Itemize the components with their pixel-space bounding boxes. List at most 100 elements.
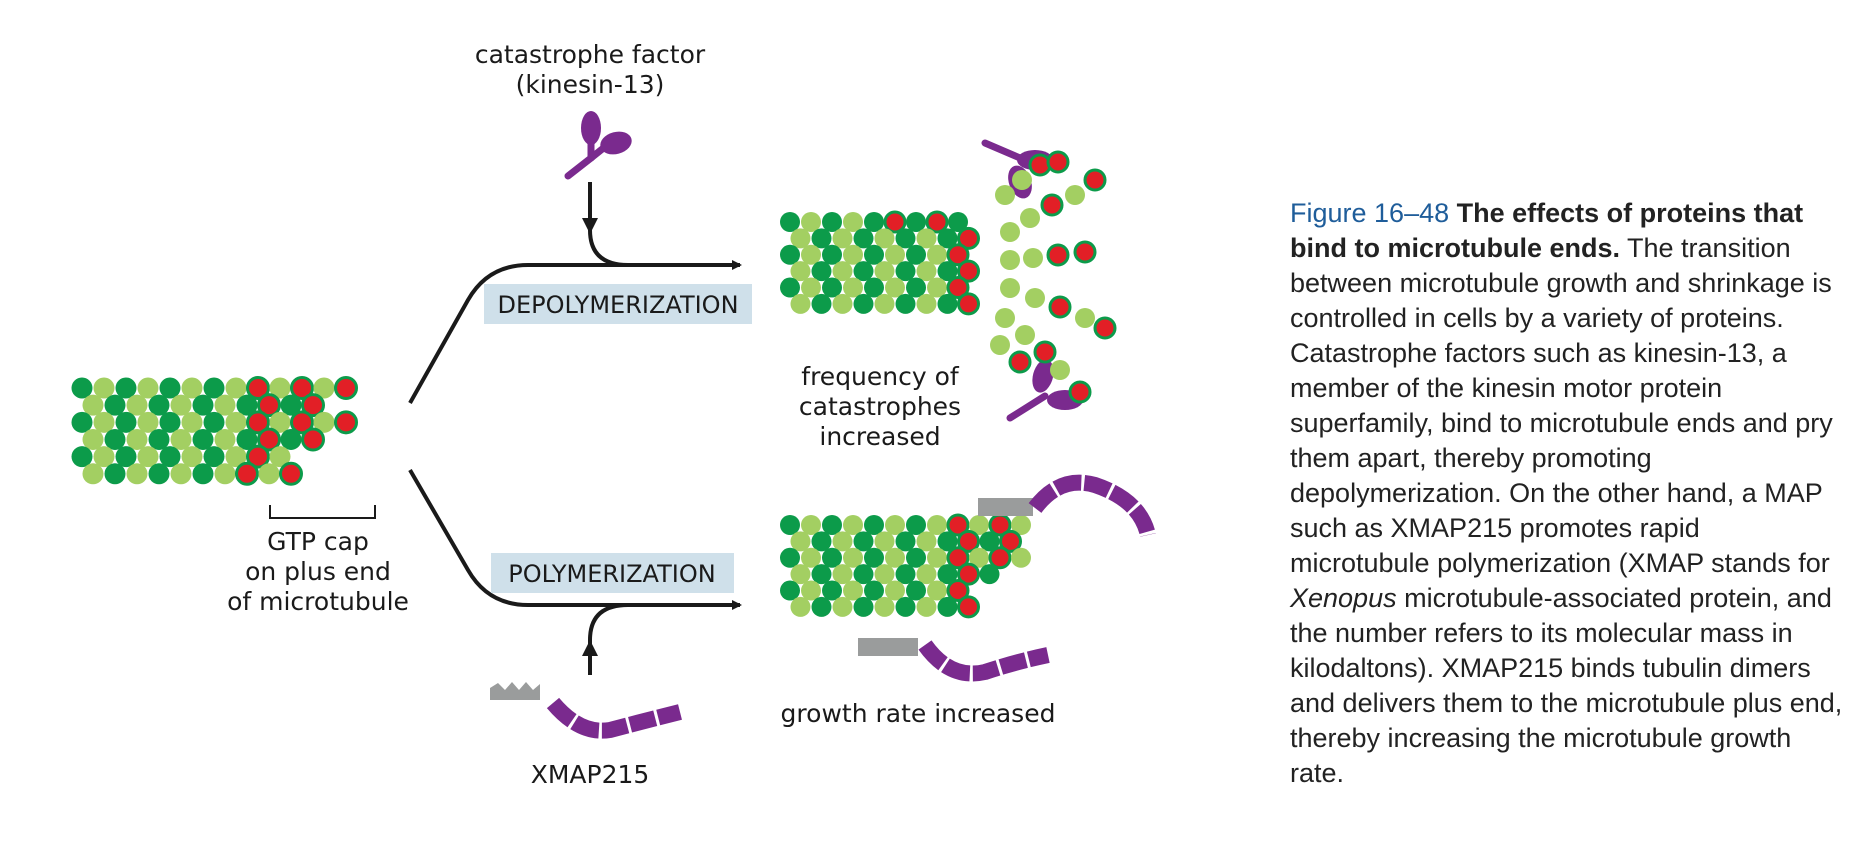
tubulin-subunit xyxy=(822,580,842,601)
tubulin-subunit xyxy=(246,410,270,435)
tubulin-subunit xyxy=(170,394,192,416)
catastrophe-factor-label: catastrophe factor xyxy=(475,40,706,69)
tubulin-subunit-peeling xyxy=(1046,243,1070,267)
tubulin-subunit xyxy=(126,463,148,485)
gtp-cap-label-3: of microtubule xyxy=(227,587,409,616)
xmap215-arrow xyxy=(588,603,629,675)
tubulin-subunit-peeling xyxy=(1046,150,1070,174)
tubulin-subunit xyxy=(937,531,958,552)
tubulin-subunit-peeling xyxy=(1075,308,1095,328)
tubulin-subunit xyxy=(864,277,884,298)
tubulin-subunit-peeling xyxy=(1008,350,1032,374)
tubulin-subunit xyxy=(1011,547,1031,568)
tubulin-subunit xyxy=(780,212,800,232)
tubulin-subunit-peeling xyxy=(1000,250,1020,270)
tubulin-subunit xyxy=(225,446,247,468)
tubulin-subunit xyxy=(93,377,115,399)
tubulin-subunit xyxy=(93,446,115,468)
tubulin-subunit xyxy=(170,428,192,450)
tubulin-subunit xyxy=(832,596,853,617)
tubulin-subunit xyxy=(832,293,853,314)
tubulin-subunit xyxy=(801,212,821,232)
kinesin-13-bound-bottom-icon xyxy=(1006,359,1083,422)
tubulin-subunit xyxy=(280,394,302,416)
tubulin-subunit xyxy=(853,564,874,585)
tubulin-subunit xyxy=(71,446,93,468)
tubulin-subunit xyxy=(301,427,325,452)
tubulin-subunit xyxy=(853,596,874,617)
tubulin-subunit xyxy=(148,463,170,485)
frequency-label-3: increased xyxy=(819,422,940,451)
tubulin-subunit xyxy=(885,580,905,601)
tubulin-subunit xyxy=(269,411,291,433)
figure-caption: Figure 16–48 The effects of proteins tha… xyxy=(1290,196,1845,791)
figure-number: Figure 16–48 xyxy=(1290,198,1450,228)
tubulin-subunit xyxy=(999,529,1022,553)
tubulin-subunit xyxy=(790,596,811,617)
tubulin-subunit xyxy=(1011,515,1031,535)
branch-arrow-polymerization xyxy=(408,468,742,610)
tubulin-subunit xyxy=(192,428,214,450)
tubulin-subunit xyxy=(236,394,258,416)
tubulin-subunit xyxy=(313,377,335,399)
tubulin-subunit xyxy=(957,562,980,586)
growth-rate-label: growth rate increased xyxy=(781,699,1056,728)
tubulin-subunit-peeling xyxy=(1000,278,1020,298)
tubulin-subunit xyxy=(853,531,874,552)
tubulin-subunit xyxy=(181,411,203,433)
tubulin-subunit xyxy=(853,228,874,249)
tubulin-subunit xyxy=(895,564,916,585)
tubulin-subunit xyxy=(790,228,811,249)
tubulin-subunit xyxy=(811,261,832,282)
gtp-cap-label-1: GTP cap xyxy=(267,527,369,556)
tubulin-subunit xyxy=(937,293,958,314)
tubulin-subunit xyxy=(946,579,970,603)
depolymerization-box xyxy=(484,284,752,324)
tubulin-subunit xyxy=(811,228,832,249)
tubulin-subunit xyxy=(811,531,832,552)
tubulin-subunit xyxy=(946,513,970,537)
microtubule-polymerizing xyxy=(780,513,1031,619)
caption-italic: Xenopus xyxy=(1290,583,1397,613)
tubulin-subunit xyxy=(927,277,947,298)
tubulin-subunit xyxy=(832,261,853,282)
kinesin-13-label: (kinesin-13) xyxy=(516,70,665,99)
tubulin-subunit-peeling xyxy=(1033,340,1057,364)
tubulin-subunit xyxy=(780,515,800,535)
tubulin-subunit xyxy=(937,261,958,282)
tubulin-subunit xyxy=(906,580,926,601)
tubulin-subunit xyxy=(916,531,937,552)
tubulin-subunit xyxy=(895,293,916,314)
tubulin-subunit xyxy=(104,428,126,450)
tubulin-subunit xyxy=(159,377,181,399)
microtubule-depolymerizing xyxy=(780,210,980,316)
tubulin-subunit xyxy=(236,428,258,450)
tubulin-subunit xyxy=(885,244,905,265)
caption-body-2: microtubule-associated protein, and the … xyxy=(1290,583,1843,788)
tubulin-subunit xyxy=(301,393,325,418)
tubulin-subunit xyxy=(832,531,853,552)
tubulin-subunit xyxy=(334,410,358,435)
figure-title: The effects of proteins that bind to mic… xyxy=(1290,198,1804,263)
tubulin-subunit-peeling xyxy=(1025,288,1045,308)
tubulin-subunit xyxy=(280,428,302,450)
tubulin-subunit xyxy=(937,596,958,617)
depolymerization-label: DEPOLYMERIZATION xyxy=(497,291,738,319)
tubulin-subunit xyxy=(979,531,1000,552)
tubulin-subunit xyxy=(334,376,358,400)
tubulin-subunit-peeling xyxy=(1020,208,1040,228)
tubulin-subunit xyxy=(203,411,225,433)
tubulin-subunit xyxy=(979,564,1000,585)
tubulin-subunit xyxy=(115,446,137,468)
tubulin-subunit xyxy=(957,292,980,316)
tubulin-subunit xyxy=(225,377,247,399)
tubulin-subunit xyxy=(864,244,884,265)
catastrophe-factor-arrow-head xyxy=(582,218,598,234)
tubulin-subunit-peeling xyxy=(1023,248,1043,268)
tubulin-subunit xyxy=(916,564,937,585)
tubulin-subunit xyxy=(214,428,236,450)
tubulin-subunit xyxy=(104,463,126,485)
tubulin-subunit xyxy=(159,446,181,468)
tubulin-subunit-peeling xyxy=(1048,295,1072,319)
tubulin-subunit-peeling xyxy=(990,335,1010,355)
